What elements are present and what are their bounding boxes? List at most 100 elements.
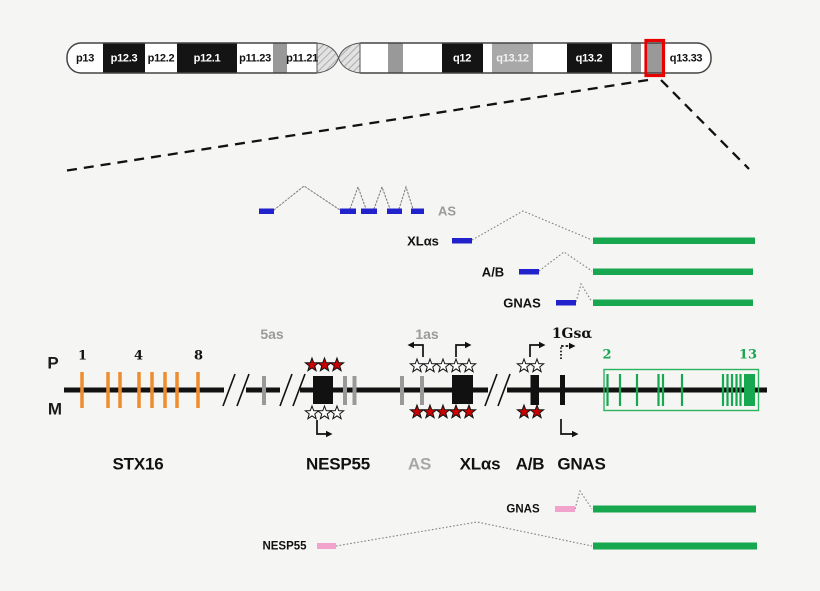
as-exon [340, 208, 356, 214]
band-q13-32-highlighted [648, 43, 662, 73]
gnas-bottom-splice-line [574, 489, 593, 510]
red-star-icon [329, 357, 345, 372]
gene-label-ab: A/B [515, 454, 545, 474]
ab-paternal-arrow [529, 344, 540, 357]
right-arrowhead-icon [539, 341, 546, 349]
ab-gnas-exons-bar [593, 268, 753, 275]
nesp55-exon-box [313, 376, 333, 404]
gnas-splice-line [575, 282, 593, 303]
band-label-q13-33: q13.33 [669, 52, 703, 64]
as-exon [361, 208, 377, 214]
stx16-exon-number-4: 4 [133, 348, 144, 364]
break-slash [292, 373, 306, 407]
gnas-green-exon-ticks [606, 374, 742, 406]
gnas-exon1-box [560, 375, 565, 405]
axis-breaks [222, 373, 511, 407]
gene-label-xlas: XLαs [459, 454, 501, 474]
ab-transcript-label: A/B [481, 264, 505, 280]
band-label-q13-12: q13.12 [496, 52, 529, 64]
promoter-label-5as: 5as [260, 326, 284, 342]
chromosome-outline [66, 42, 712, 74]
gnas-top-transcript [556, 282, 753, 306]
promoter-label-1gsa: 1Gsα [551, 326, 593, 342]
gnas-bottom-exons-bar [593, 505, 756, 513]
band-gray-q13-31 [631, 43, 641, 73]
break-slash [236, 373, 250, 407]
red-star-icon [435, 404, 451, 419]
stx16-exon-number-1: 1 [77, 348, 88, 364]
white-star-icon [435, 358, 451, 373]
gnas-bottom-first-exon [555, 506, 575, 512]
as-transcript-label: AS [437, 203, 457, 219]
break-slash [222, 373, 236, 407]
locus-highlight-box [644, 38, 666, 78]
nesp55-bottom-label: NESP55 [262, 540, 307, 553]
promoter-label-1as: 1as [415, 326, 439, 342]
red-star-icon [529, 404, 545, 419]
gnas-exons-2-13-box [603, 368, 760, 412]
chromosome-ideogram [66, 38, 712, 78]
xlas-transcript [452, 210, 755, 244]
nesp55-splice-line [335, 521, 593, 547]
gene-label-stx16: STX16 [112, 454, 164, 474]
right-arrowhead-icon [465, 341, 472, 349]
white-star-icon [304, 405, 320, 420]
break-slash [484, 373, 498, 407]
maternal-allele-label: M [47, 399, 63, 419]
band-label-q13-2: q13.2 [575, 52, 603, 64]
locus-line [64, 368, 767, 412]
white-star-icon [461, 358, 477, 373]
right-arrowhead-icon [569, 342, 576, 350]
ab-splice-line [538, 251, 593, 272]
band-q13-12 [492, 43, 533, 73]
nesp55-bottom-transcript [317, 521, 757, 550]
xlas-exon-box [452, 375, 473, 404]
as-transcript [259, 185, 424, 214]
nesp55-maternal-arrow [316, 420, 327, 435]
as-splice-line [273, 185, 341, 211]
band-p12-3 [103, 43, 145, 73]
zoom-dashed-line-right [660, 79, 750, 170]
red-star-icon [304, 357, 320, 372]
band-label-q12: q12 [452, 52, 472, 64]
right-arrowhead-icon [326, 430, 333, 438]
white-star-icon [529, 358, 545, 373]
right-arrowhead-icon [572, 430, 579, 438]
as-exon [259, 208, 274, 214]
zoom-dashed-line-left [63, 78, 649, 173]
gnas-transcript-label: GNAS [503, 295, 541, 311]
gnas-maternal-arrow [560, 419, 573, 435]
as-exon [411, 208, 424, 214]
gray-exon-ticks [262, 376, 424, 405]
white-star-icon [329, 405, 345, 420]
white-star-icon [317, 405, 332, 420]
red-star-icon [516, 404, 532, 419]
band-q13-2 [567, 43, 612, 73]
as-antisense-arrow [413, 344, 424, 357]
gene-label-nesp55: NESP55 [305, 454, 371, 474]
xlas-paternal-arrow [455, 344, 466, 357]
red-star-icon [461, 404, 477, 419]
band-label-p12-1: p12.1 [193, 52, 221, 64]
ab-transcript [519, 251, 753, 275]
band-label-p11-21: p11.21 [286, 52, 318, 64]
chromosome-bands [103, 43, 662, 73]
band-gray-p11-22 [273, 43, 287, 73]
as-splice-line [398, 185, 414, 210]
band-label-p12-3: p12.3 [110, 52, 138, 64]
expression-arrows [316, 341, 579, 438]
ab-exon-box [530, 375, 539, 405]
xlas-transcript-label: XLαs [407, 233, 439, 249]
gnas-first-exon [556, 300, 576, 306]
red-star-icon [317, 357, 332, 372]
red-star-icon [448, 404, 464, 419]
band-label-p11-23: p11.23 [239, 52, 271, 64]
xlas-gnas-exons-bar [593, 237, 755, 244]
as-splice-line [349, 185, 367, 210]
stx16-exon-ticks [80, 372, 200, 408]
white-star-icon [409, 358, 425, 373]
white-star-icon [516, 358, 532, 373]
as-exon [387, 208, 402, 214]
band-gray-q11 [388, 43, 403, 73]
